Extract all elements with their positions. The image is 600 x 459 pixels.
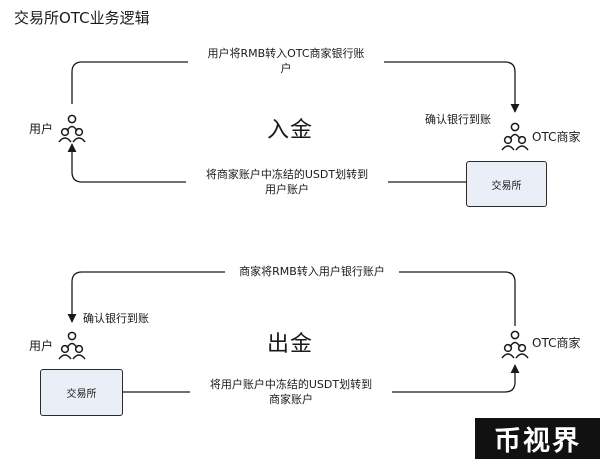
withdraw-bottom-arrow-label: 将用户账户中冻结的USDT划转到 商家账户 xyxy=(190,377,392,407)
deposit-top-arrow-label-line1: 用户将RMB转入OTC商家银行账 xyxy=(207,47,365,60)
deposit-top-arrow-label: 用户将RMB转入OTC商家银行账 户 xyxy=(188,46,384,76)
merchant-group-icon xyxy=(501,330,529,359)
deposit-exchange-box: 交易所 xyxy=(466,161,547,207)
deposit-center-label: 入金 xyxy=(267,118,314,143)
withdraw-user-label: 用户 xyxy=(29,339,54,353)
withdraw-exchange-box: 交易所 xyxy=(40,369,123,416)
withdraw-confirm-label: 确认银行到账 xyxy=(83,312,149,325)
withdraw-bottom-arrow xyxy=(121,364,520,393)
withdraw-merchant-label: OTC商家 xyxy=(532,336,581,350)
deposit-bottom-arrow-label-line1: 将商家账户中冻结的USDT划转到 xyxy=(205,168,369,181)
deposit-confirm-label: 确认银行到账 xyxy=(425,113,491,126)
page-title: 交易所OTC业务逻辑 xyxy=(14,9,150,27)
withdraw-bottom-arrow-label-line2: 商家账户 xyxy=(269,393,313,406)
deposit-top-arrow-label-line2: 户 xyxy=(280,62,292,75)
brand-logo: 币视界 xyxy=(475,418,600,459)
deposit-bottom-arrow-label: 将商家账户中冻结的USDT划转到 用户账户 xyxy=(186,167,388,197)
user-group-icon xyxy=(58,331,86,360)
deposit-merchant-label: OTC商家 xyxy=(532,130,581,144)
withdraw-top-arrow-label: 商家将RMB转入用户银行账户 xyxy=(225,264,399,279)
user-group-icon xyxy=(58,114,86,143)
deposit-bottom-arrow-label-line2: 用户账户 xyxy=(265,183,309,196)
withdraw-bottom-arrow-label-line1: 将用户账户中冻结的USDT划转到 xyxy=(209,378,373,391)
deposit-user-label: 用户 xyxy=(29,122,54,136)
withdraw-center-label: 出金 xyxy=(267,332,314,357)
deposit-bottom-arrow xyxy=(67,143,466,183)
merchant-group-icon xyxy=(501,122,529,151)
